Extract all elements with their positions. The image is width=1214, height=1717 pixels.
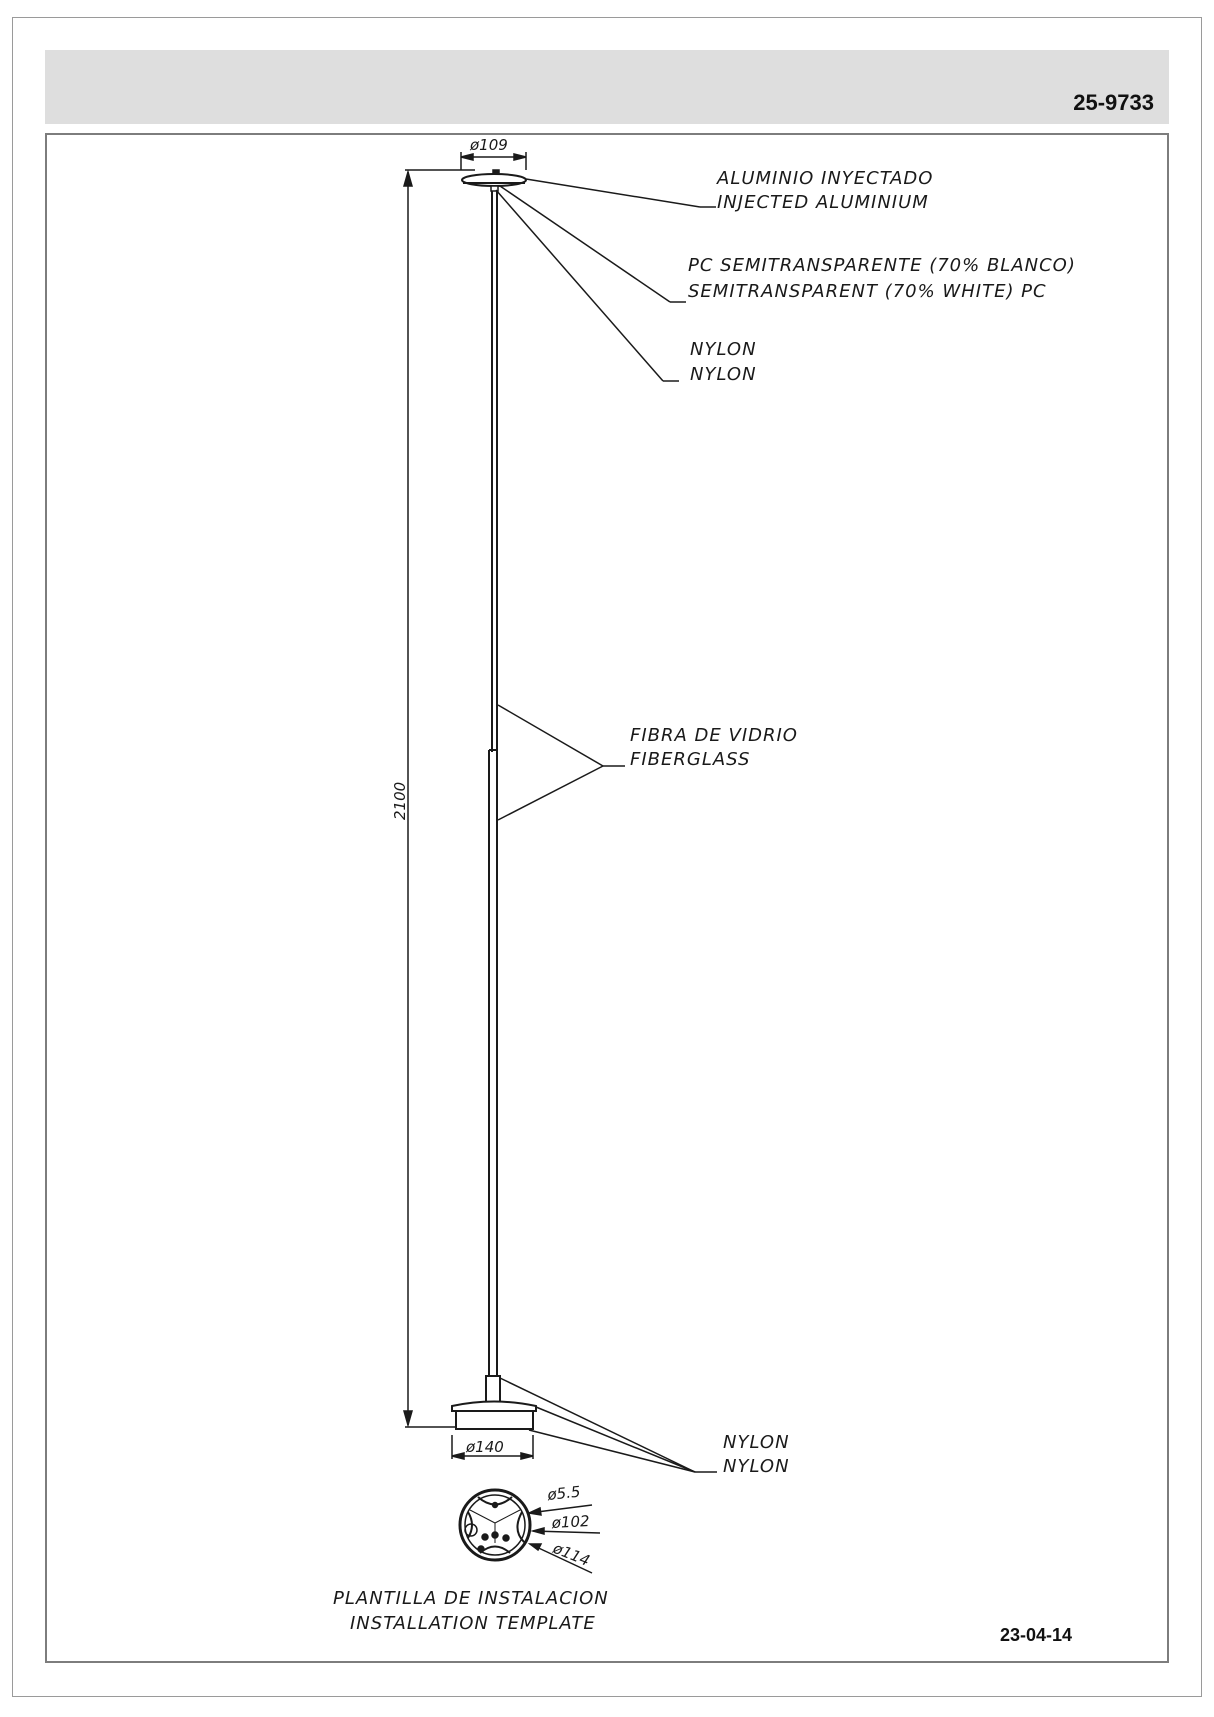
installation-template-drawing — [458, 1488, 532, 1562]
callout-nylon-top-en: NYLON — [690, 364, 757, 385]
callout-fiberglass-en: FIBERGLASS — [630, 749, 750, 770]
leader-fiberglass-b — [497, 765, 604, 821]
head-diameter-label: ø109 — [469, 136, 508, 154]
callout-pc-en: SEMITRANSPARENT (70% WHITE) PC — [688, 281, 1047, 302]
base-body — [455, 1410, 534, 1430]
callout-aluminium-en: INJECTED ALUMINIUM — [717, 192, 929, 213]
base-diameter-label: ø140 — [465, 1438, 504, 1456]
base-collar — [485, 1375, 501, 1405]
callout-nylon-base-en: NYLON — [723, 1456, 790, 1477]
title-band — [45, 50, 1169, 124]
outer-diameter-label: ø114 — [550, 1539, 593, 1570]
callout-pc-es: PC SEMITRANSPARENTE (70% BLANCO) — [688, 255, 1076, 276]
leader-nylon-base — [535, 1406, 696, 1473]
callout-aluminium-es: ALUMINIO INYECTADO — [716, 168, 933, 189]
template-title-en: INSTALLATION TEMPLATE — [350, 1613, 596, 1634]
model-code: 25-9733 — [1073, 90, 1154, 115]
callout-nylon-base-es: NYLON — [723, 1432, 790, 1453]
lamp-head — [461, 173, 527, 187]
leader-pc — [499, 185, 671, 303]
template-title-es: PLANTILLA DE INSTALACION — [333, 1588, 609, 1609]
callout-nylon-top-es: NYLON — [690, 339, 757, 360]
base-top — [451, 1400, 537, 1412]
leader-aluminium — [525, 178, 701, 208]
leader-nylon-top — [495, 189, 664, 382]
drawing-date: 23-04-14 — [1000, 1625, 1073, 1645]
height-label: 2100 — [391, 782, 409, 820]
leader-nylon-bottom — [528, 1429, 696, 1473]
leader-fiberglass-a — [497, 704, 604, 767]
drawing-frame — [45, 133, 1169, 1663]
inner-diameter-label: ø102 — [550, 1512, 590, 1532]
callout-fiberglass-es: FIBRA DE VIDRIO — [630, 725, 798, 746]
hole-diameter-label: ø5.5 — [546, 1483, 582, 1504]
leader-nylon-collar — [499, 1377, 696, 1473]
page-outer-border — [12, 17, 1202, 1697]
